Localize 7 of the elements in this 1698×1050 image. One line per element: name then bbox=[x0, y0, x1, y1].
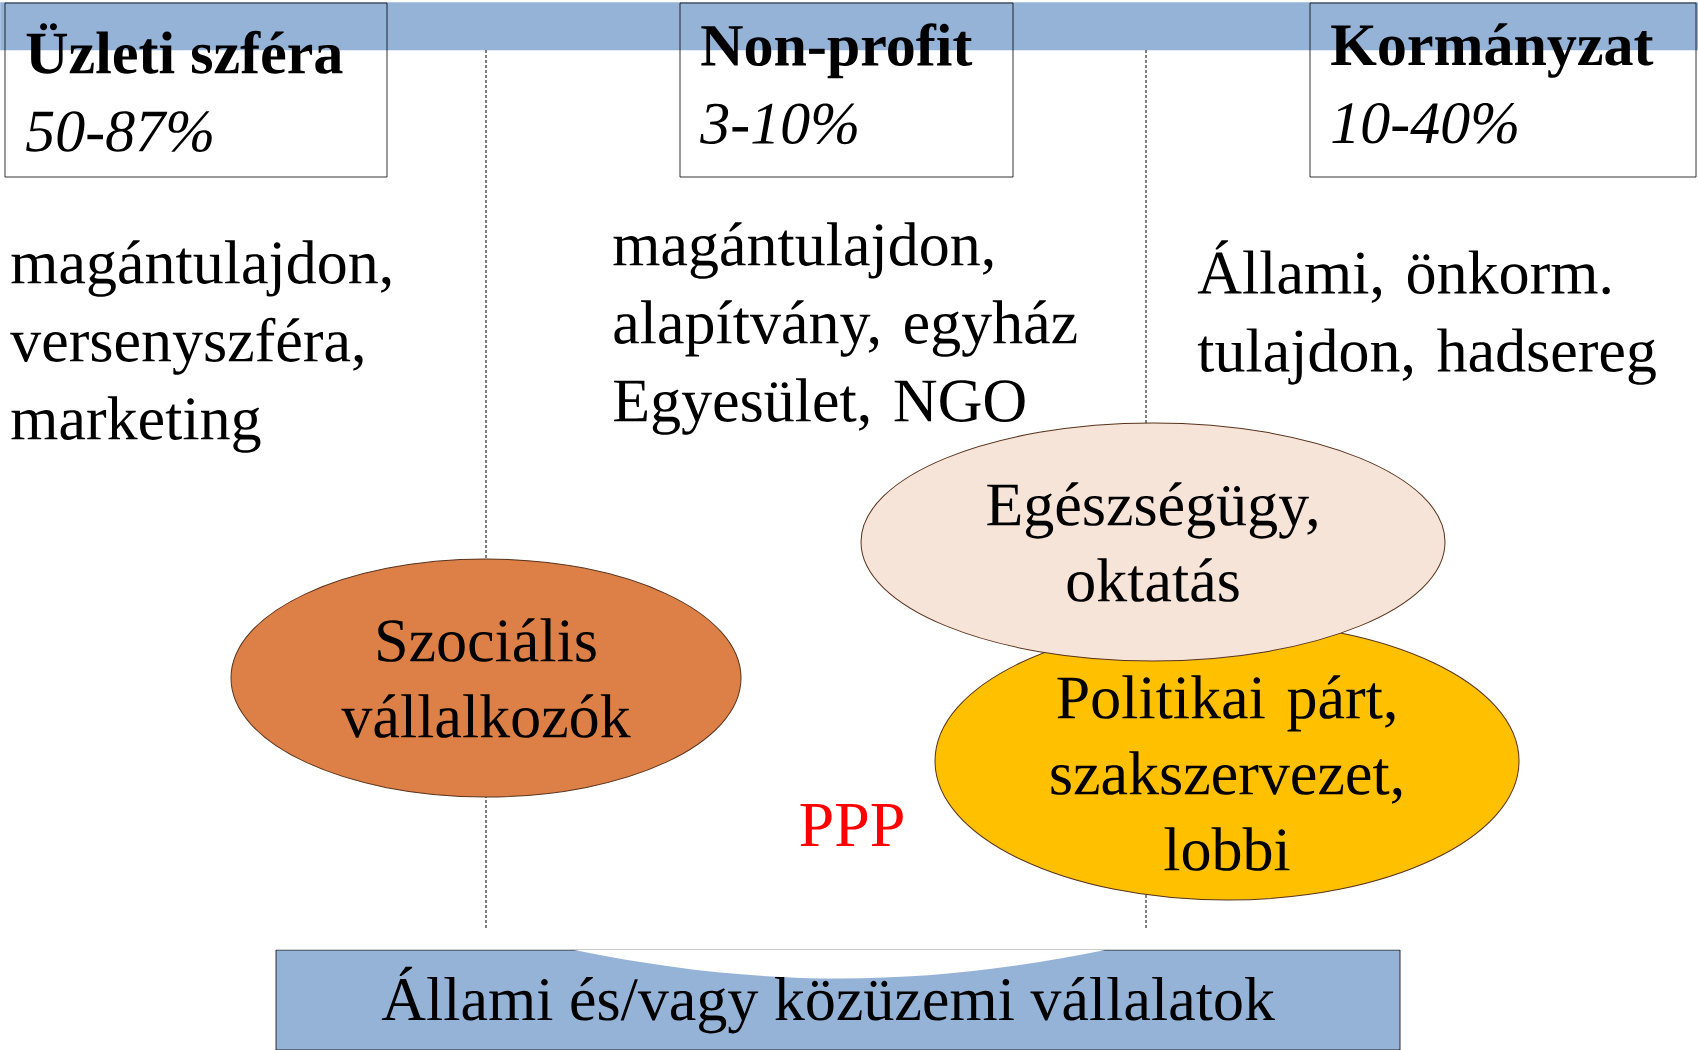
column-text: magántulajdon, versenyszféra, marketing bbox=[10, 240, 391, 453]
bar-box: Állami és/vagy közüzemi vállalatok bbox=[275, 949, 1401, 1050]
header-box: Üzleti szféra 50-87% bbox=[4, 2, 388, 178]
header-box: Kormányzat 10-40% bbox=[1309, 2, 1697, 178]
note-text: PPP bbox=[800, 804, 903, 846]
header-box: Non-profit 3-10% bbox=[679, 2, 1014, 178]
column-text: Állami, önkorm. tulajdon, hadsereg bbox=[1197, 240, 1656, 385]
